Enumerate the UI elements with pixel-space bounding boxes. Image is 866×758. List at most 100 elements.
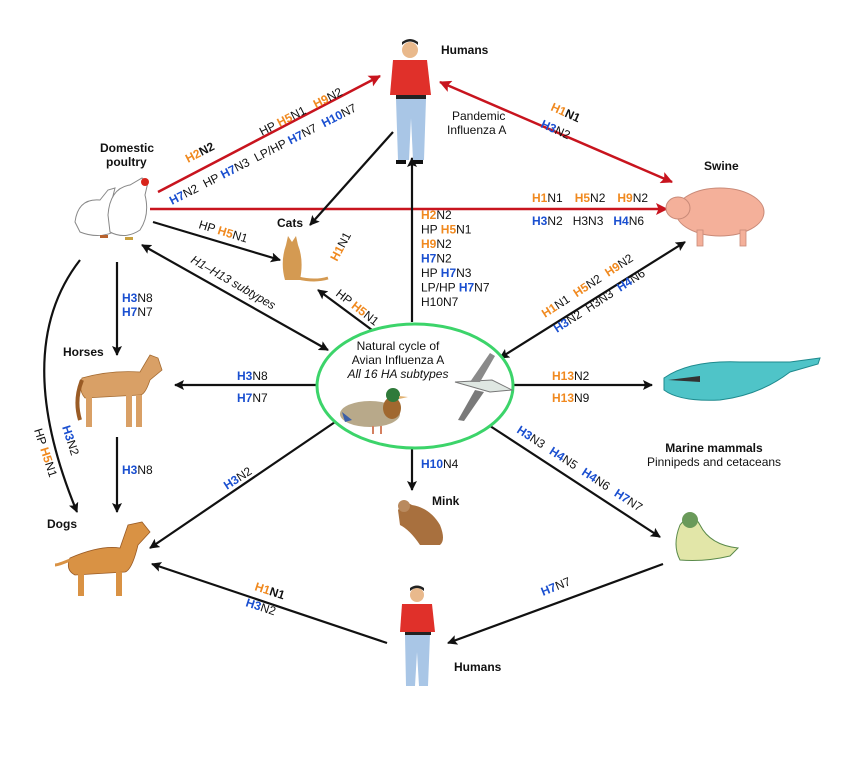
subtype-segment: N9 [574, 391, 590, 405]
label-avian-marine-upper: H13N2 [552, 369, 590, 383]
subtype-segment: H7 [237, 391, 253, 405]
subtype-segment: H4 [613, 214, 629, 228]
subtype-segment: N8 [137, 291, 153, 305]
label-avian-marine-lower: H13N9 [552, 391, 590, 405]
subtype-segment: N1 [42, 460, 60, 479]
label-poultry-dogs-inner: H3N2 [59, 424, 82, 458]
label-avian-humans-4: H7N2 [421, 252, 452, 266]
subtype-segment: N2 [553, 123, 573, 142]
label-avian-humans-7: H10N7 [421, 295, 459, 309]
subtype-segment: N3 [456, 266, 472, 280]
cat-icon [282, 236, 329, 282]
duck-icon [340, 388, 408, 434]
subtype-segment: N2 [325, 85, 345, 105]
human-icon-bottom [400, 585, 435, 686]
label-avian-humans-6: LP/HP H7N7 [421, 281, 490, 295]
subtype-segment: H7 [459, 281, 475, 295]
cats-title: Cats [277, 216, 303, 230]
subtype-segment: N8 [137, 463, 153, 477]
label-seal-humans: H7N7 [539, 574, 573, 599]
label-poultry-horses-1: H3N8 [122, 291, 153, 305]
subtype-segment: N2 [547, 214, 563, 228]
label-humans-swine-upper: H1N1 [549, 100, 583, 125]
humans-top-sub1: Pandemic [452, 109, 505, 123]
label-avian-mink: H10N4 [421, 457, 459, 471]
label-avian-poultry: H1–H13 subtypes [189, 252, 279, 312]
subtype-segment: H1 [253, 580, 272, 598]
subtype-segment: N7 [299, 121, 319, 141]
center-line3: All 16 HA subtypes [347, 367, 449, 381]
subtype-segment: N8 [252, 369, 268, 383]
humans-top-sub2: Influenza A [447, 123, 506, 137]
subtype-segment: H2 [421, 208, 437, 222]
subtype-segment: H3 [59, 424, 77, 443]
subtype-segment: N1 [231, 228, 250, 246]
center-line1: Natural cycle of [357, 339, 440, 353]
subtype-segment: LP/HP [421, 281, 459, 295]
mink-title: Mink [432, 494, 460, 508]
arrow-seal-to-humans [447, 562, 664, 645]
humans-top-title: Humans [441, 43, 489, 57]
subtype-segment: N1 [563, 106, 583, 125]
subtype-segment: H5 [275, 110, 295, 130]
mink-icon [398, 500, 443, 545]
label-avian-humans-5: HP H7N3 [421, 266, 472, 280]
node-swine: Swine [665, 159, 765, 247]
subtype-segment: H7 [167, 188, 187, 208]
subtype-segment: H5 [441, 223, 457, 237]
subtype-segment: N1 [268, 584, 287, 602]
label-poultry-cats: HP H5N1 [197, 217, 250, 245]
subtype-segment: H5 [37, 445, 55, 464]
dog-icon [54, 521, 151, 596]
label-avian-horses-lower: H7N7 [237, 391, 268, 405]
arrow-avian-to-seal [486, 423, 661, 538]
subtype-segment: H10 [421, 457, 443, 471]
subtype-segment: N2 [197, 139, 217, 159]
subtype-segment: H7 [441, 266, 457, 280]
human-icon [390, 39, 431, 164]
label-humans-dogs-upper: H1N1 [253, 580, 287, 603]
subtype-segment: N7 [339, 101, 359, 121]
node-domestic-poultry: Domestic poultry [74, 141, 154, 240]
subtype-segment: N7 [474, 281, 490, 295]
arrow-humans-swine [439, 80, 673, 184]
subtype-segment: H2 [183, 146, 203, 166]
dogs-title: Dogs [47, 517, 77, 531]
label-poultry-horses-2: H7N7 [122, 305, 153, 319]
center-line2: Avian Influenza A [352, 353, 445, 367]
arrow-avian-swine [499, 241, 686, 359]
label-poultry-dogs-outer: HP H5N1 [31, 427, 60, 480]
subtype-segment: H1 [549, 100, 569, 119]
subtype-segment: H7 [218, 162, 238, 182]
whale-icon [663, 357, 821, 401]
label-humans-cats: H1N1 [327, 229, 354, 263]
subtype-segment: N2 [64, 438, 82, 457]
node-humans-bottom: Humans [400, 585, 502, 686]
node-marine-mammals: Marine mammals Pinnipeds and cetaceans [647, 357, 821, 469]
subtype-segment: H9 [311, 92, 331, 112]
label-avian-horses-upper: H3N8 [237, 369, 268, 383]
subtype-segment: N2 [436, 252, 452, 266]
subtype-segment: N2 [181, 181, 201, 201]
node-cats: Cats [277, 216, 329, 282]
poultry-icon [74, 177, 149, 240]
subtype-segment: H13 [552, 391, 574, 405]
arrow-avian-poultry [141, 244, 329, 351]
subtype-segment: H9 [421, 237, 437, 251]
label-avian-seal: H3N3H4N5H4N6H7N7 [514, 423, 645, 515]
subtype-segment: N3 [232, 155, 252, 175]
subtype-segment: H7 [285, 128, 305, 148]
subtype-segment: H1 [532, 191, 548, 205]
marine-sub: Pinnipeds and cetaceans [647, 455, 781, 469]
subtype-segment: N1 [334, 229, 354, 249]
subtype-segment: H3 [539, 117, 559, 136]
horse-icon [75, 354, 163, 427]
node-horses: Horses [63, 345, 163, 427]
subtype-segment: H10N7 [421, 295, 459, 309]
label-horses-dogs: H3N8 [122, 463, 153, 477]
label-poultry-humans-upper-1: H2N2 [183, 139, 217, 166]
subtype-segment: H13 [552, 369, 574, 383]
